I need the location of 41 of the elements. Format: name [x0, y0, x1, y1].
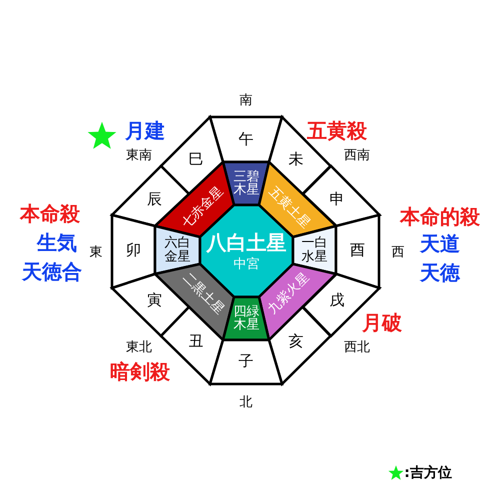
- annotation-label: 暗剣殺: [110, 358, 170, 386]
- star-name: 四緑木星: [232, 304, 260, 332]
- branch-label: 子: [238, 354, 254, 370]
- star-name: 八白土星: [206, 232, 286, 254]
- direction-label: 東南: [126, 147, 152, 164]
- annotation-label: 天徳: [420, 260, 460, 286]
- branch-label: 午: [238, 132, 254, 148]
- annotation-label: 天道: [420, 230, 460, 258]
- branch-label: 丑: [188, 334, 204, 350]
- branch-label: 巳: [188, 152, 204, 168]
- branch-label: 申: [330, 192, 344, 208]
- branch-label: 未: [288, 152, 304, 168]
- legend-label: :吉方位: [404, 464, 452, 482]
- branch-label: 辰: [146, 192, 162, 208]
- annotation-label: 五黄殺: [307, 118, 367, 144]
- branch-label: 寅: [146, 293, 162, 310]
- branch-label: 戌: [330, 293, 344, 310]
- star-name: 一白水星: [300, 236, 328, 264]
- direction-label: 東: [90, 244, 102, 261]
- direction-label: 西: [392, 244, 404, 261]
- annotation-label: 月建: [125, 118, 165, 144]
- star-name: 九紫火星: [266, 270, 312, 317]
- direction-label: 南: [240, 92, 252, 109]
- direction-label: 西北: [344, 339, 370, 356]
- branch-label: 亥: [288, 334, 304, 350]
- star-name: 二黒土星: [180, 270, 226, 317]
- star-name: 七赤金星: [180, 184, 226, 231]
- branch-label: 酉: [350, 242, 365, 259]
- star-name: 三碧木星: [232, 170, 260, 198]
- palace-label: 中宮: [234, 258, 260, 272]
- star-name: 六白金星: [164, 236, 192, 264]
- star-name: 五黄土星: [266, 184, 312, 231]
- direction-label: 西南: [344, 147, 370, 164]
- branch-label: 卯: [126, 242, 141, 259]
- annotation-label: 本命的殺: [400, 204, 480, 230]
- annotation-label: 本命殺: [20, 200, 80, 228]
- annotation-label: 月破: [362, 310, 402, 336]
- direction-label: 北: [240, 394, 252, 411]
- direction-label: 東北: [126, 339, 152, 356]
- annotation-label: 天徳合: [22, 258, 82, 286]
- annotation-label: 生気: [37, 230, 77, 256]
